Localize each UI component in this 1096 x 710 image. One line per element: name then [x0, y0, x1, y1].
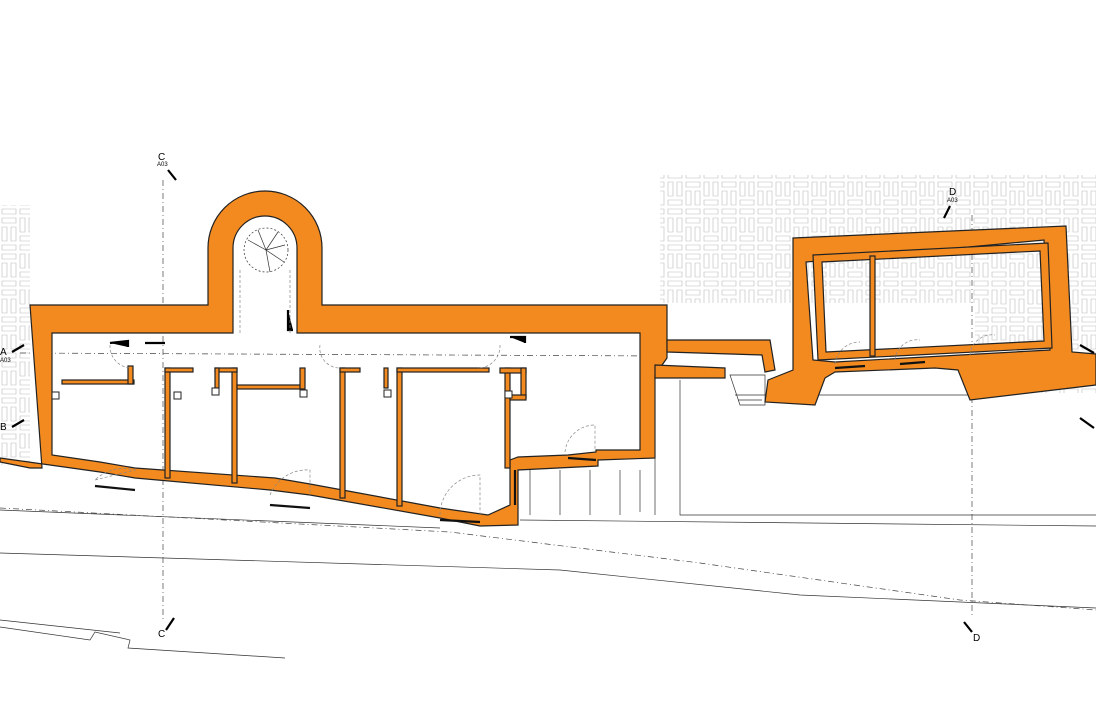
svg-text:B: B [0, 422, 7, 433]
interior-partitions [61, 365, 527, 507]
svg-text:A03: A03 [0, 358, 11, 364]
section-lines [19, 180, 973, 620]
paved-terrace-left [0, 205, 30, 465]
section-marker-c-top: C A03 [157, 152, 177, 181]
spiral-stair [239, 227, 291, 333]
pavilion-exterior-wall [764, 225, 1096, 406]
section-marker-d-top: D A03 [943, 187, 958, 219]
section-marker-b-left: B [0, 417, 1095, 433]
main-building-exterior-wall [0, 190, 668, 527]
svg-text:A: A [0, 347, 7, 358]
connector-wall [666, 339, 776, 373]
svg-text:A03: A03 [947, 198, 958, 204]
section-marker-a-left: A A03 [0, 344, 1095, 364]
structural-posts [51, 387, 513, 400]
door-swings [94, 344, 596, 516]
svg-text:D: D [973, 633, 980, 644]
connector-lower-wall [654, 364, 726, 379]
section-marker-c-bottom: C [158, 617, 175, 640]
pavilion-inner-wall [812, 242, 1053, 361]
street-edge-lines [0, 380, 1096, 659]
svg-text:A03: A03 [157, 162, 168, 168]
svg-text:D: D [949, 187, 956, 198]
access-ramp [529, 374, 766, 515]
svg-text:C: C [158, 152, 165, 163]
pavilion-partition [869, 255, 876, 357]
svg-text:C: C [158, 629, 165, 640]
pavilion-doors [834, 334, 996, 370]
south-windows [94, 456, 597, 524]
section-marker-d-bottom: D [963, 621, 980, 644]
wall-stubs [109, 310, 527, 347]
